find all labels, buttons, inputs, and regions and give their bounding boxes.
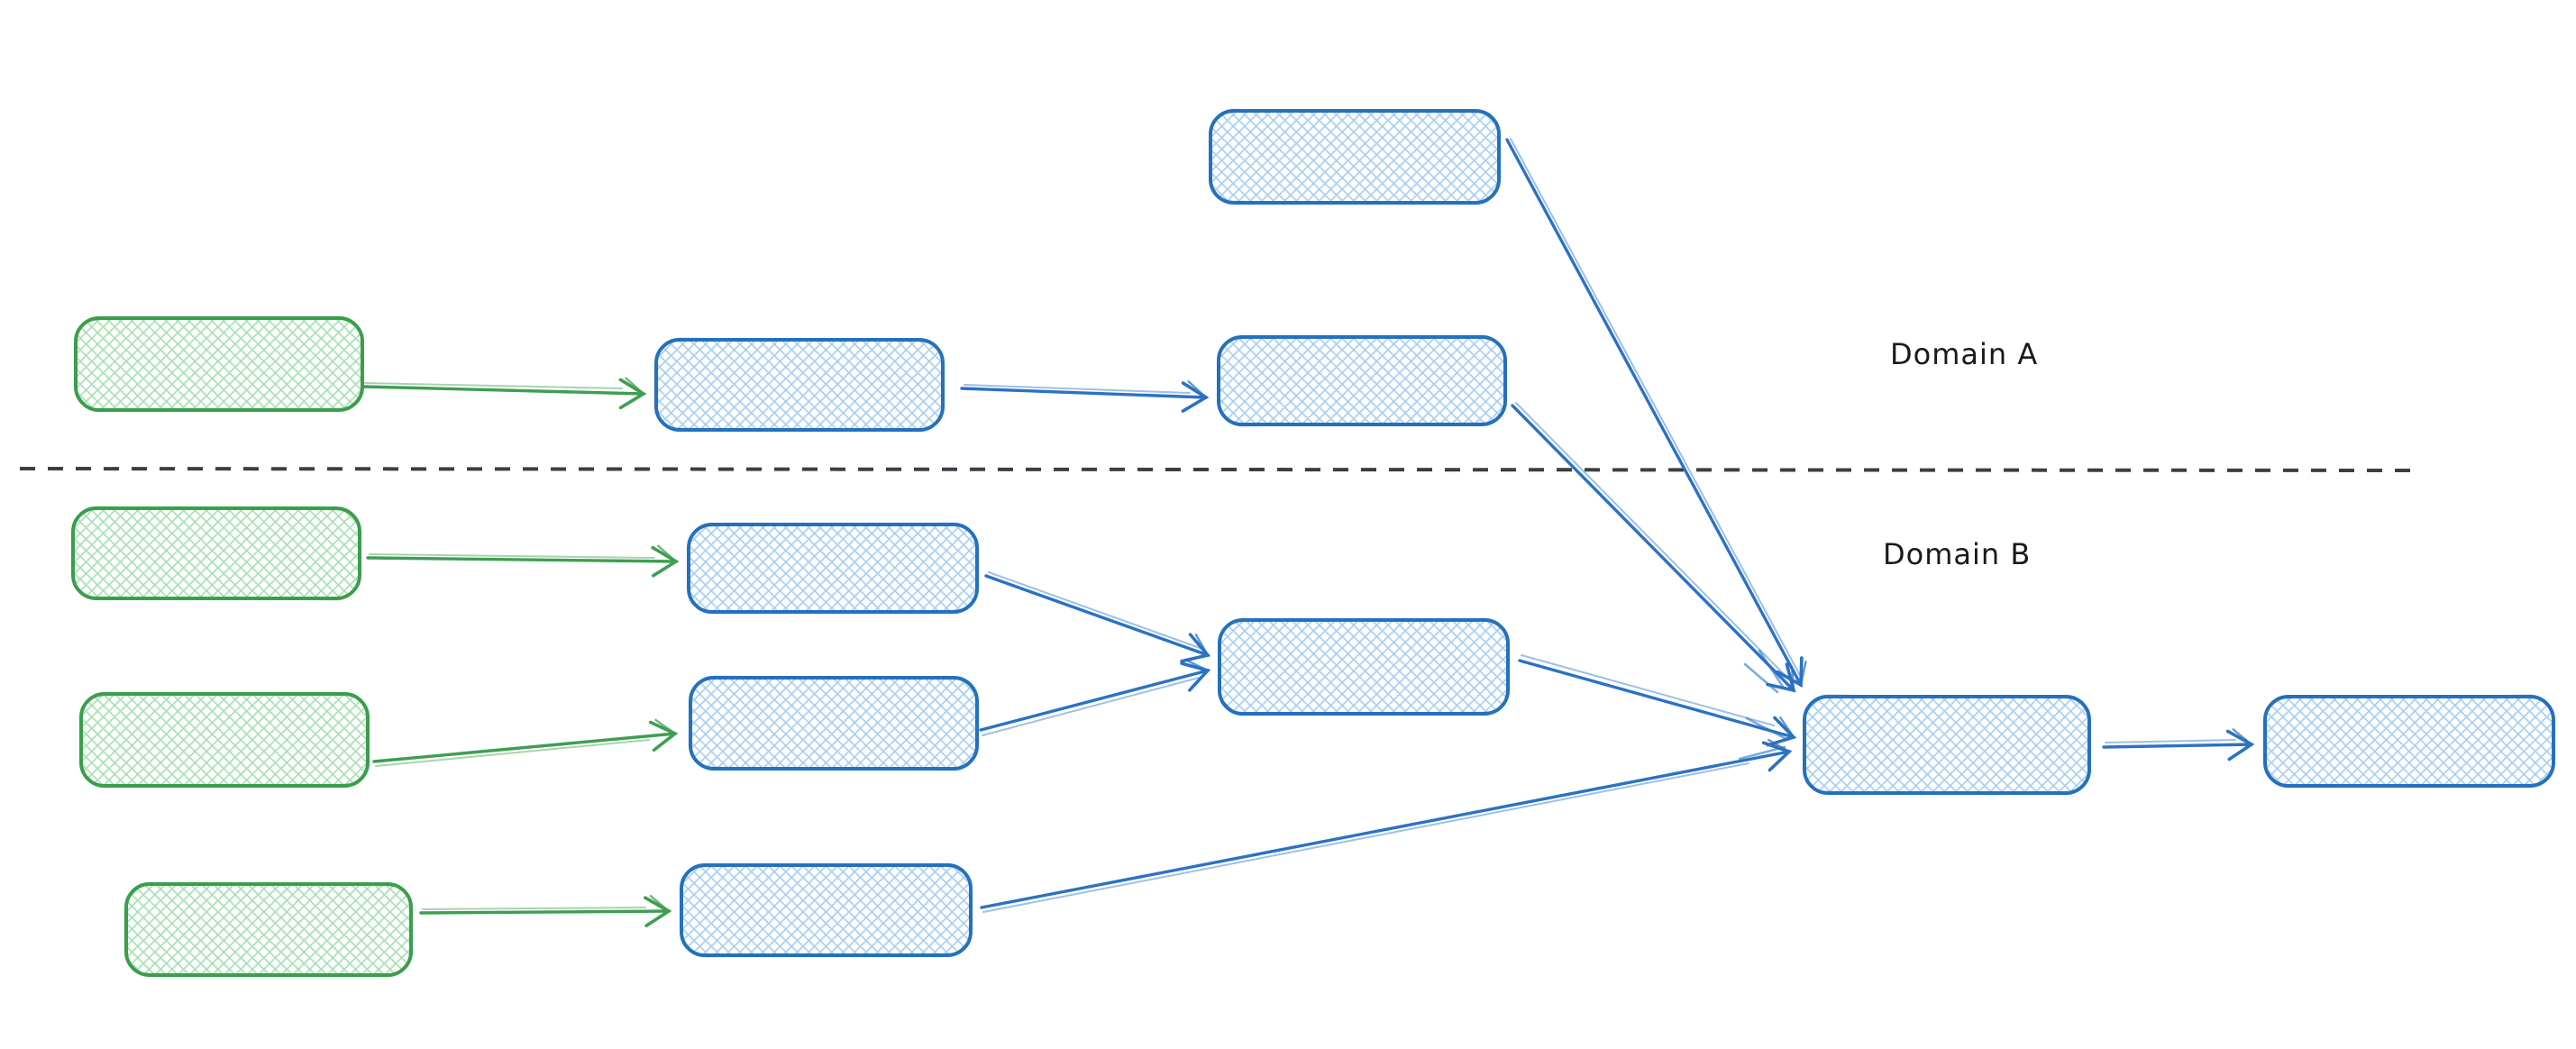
hub-convergence-sketch-strokes	[1738, 649, 1788, 761]
node-green-b1[interactable]	[71, 506, 361, 601]
edge-b1-to-mid[interactable]	[984, 571, 1211, 663]
node-green-a[interactable]	[74, 315, 364, 413]
edge-top-to-hub[interactable]	[1505, 138, 1807, 689]
node-blue-b1[interactable]	[687, 522, 979, 615]
node-blue-a1[interactable]	[654, 337, 945, 433]
node-blue-a2[interactable]	[1217, 334, 1507, 427]
edge-a2-to-hub[interactable]	[1511, 402, 1796, 693]
edge-green-b3-to-b3[interactable]	[419, 894, 672, 927]
node-blue-output[interactable]	[2263, 694, 2555, 789]
edge-green-b1-to-b1[interactable]	[366, 544, 680, 578]
edge-b2-to-mid[interactable]	[979, 659, 1211, 736]
node-green-b2[interactable]	[79, 691, 370, 789]
edge-mid-to-hub[interactable]	[1518, 654, 1797, 747]
node-green-b3[interactable]	[124, 881, 413, 978]
domain-divider-dashed-line[interactable]	[19, 467, 2415, 472]
domain-a-label[interactable]: Domain A	[1890, 337, 2038, 371]
edge-hub-to-output[interactable]	[2102, 728, 2255, 762]
node-blue-hub[interactable]	[1803, 694, 2091, 796]
node-blue-b2[interactable]	[689, 675, 979, 771]
node-blue-mid[interactable]	[1218, 617, 1510, 716]
edge-green-a-to-a1[interactable]	[361, 377, 647, 410]
domain-b-label[interactable]: Domain B	[1883, 537, 2031, 571]
edge-green-b2-to-b2[interactable]	[372, 718, 679, 767]
edge-b3-to-hub[interactable]	[980, 738, 1793, 913]
edge-a1-to-a2[interactable]	[960, 380, 1210, 413]
node-blue-top[interactable]	[1209, 108, 1501, 205]
node-blue-b3[interactable]	[680, 862, 973, 958]
